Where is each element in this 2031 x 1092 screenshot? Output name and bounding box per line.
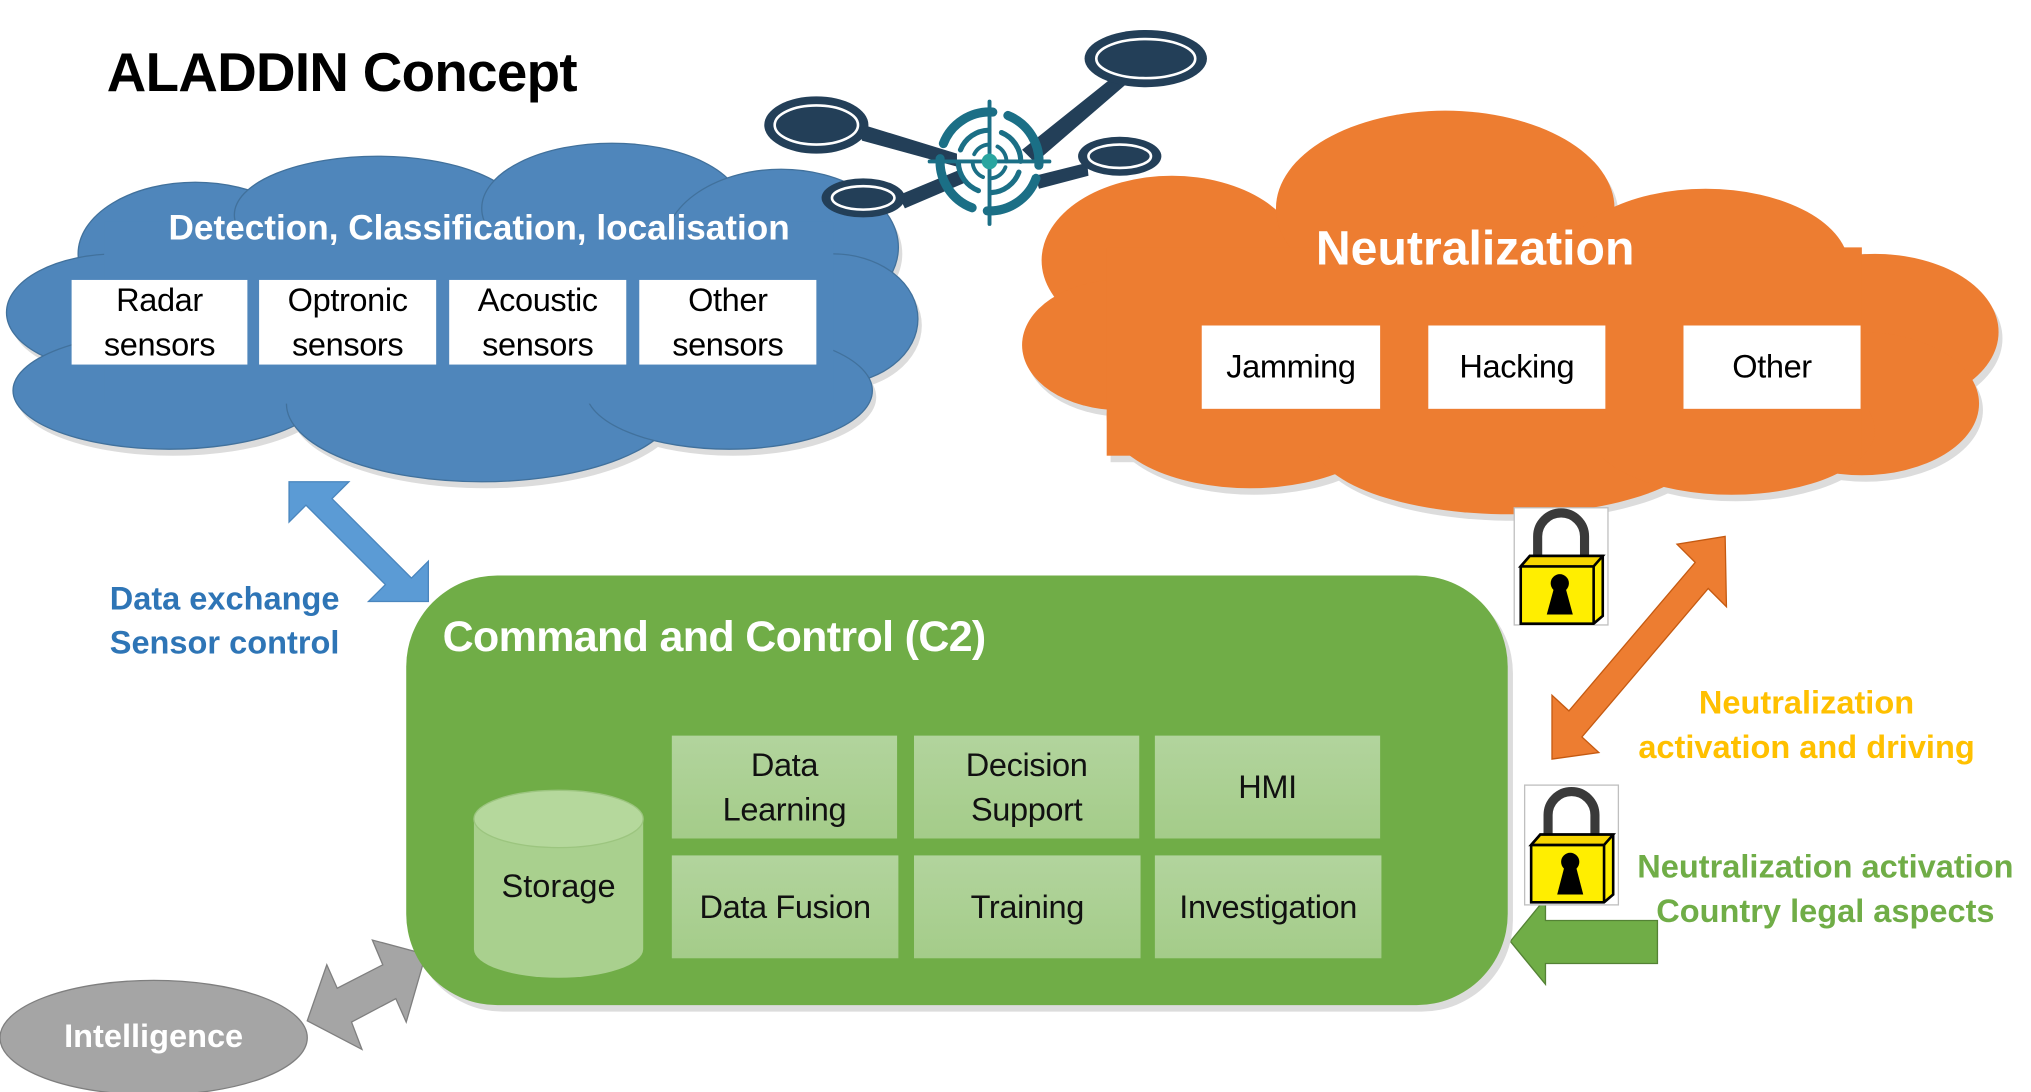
- storage-cylinder: [473, 789, 644, 978]
- method-jamming: Jamming: [1201, 325, 1381, 409]
- data-exchange-arrow: [288, 481, 430, 603]
- detection-title: Detection, Classification, localisation: [168, 208, 790, 248]
- page-title: ALADDIN Concept: [106, 41, 578, 103]
- method-hacking: Hacking: [1428, 325, 1606, 409]
- drone-target-icon: [764, 29, 1207, 226]
- legal-aspects-label: Neutralization activation Country legal …: [1637, 848, 2014, 930]
- intelligence-node: [0, 979, 308, 1092]
- intelligence-arrow: [306, 939, 427, 1051]
- storage-label: Storage: [501, 868, 616, 905]
- c2-title: Command and Control (C2): [442, 611, 987, 661]
- module-investigation: Investigation: [1154, 855, 1382, 959]
- module-data-fusion: Data Fusion: [671, 855, 899, 959]
- intelligence-label: Intelligence: [64, 1018, 244, 1055]
- lock-icon: [1523, 784, 1620, 906]
- legal-arrow: [1509, 896, 1659, 987]
- module-training: Training: [914, 855, 1141, 959]
- neutralization-driving-label: Neutralization activation and driving: [1638, 684, 1975, 766]
- neutralization-arrow: [1551, 535, 1728, 760]
- neutralization-title: Neutralization: [1315, 221, 1635, 275]
- data-exchange-label: Data exchange Sensor control: [109, 580, 340, 662]
- lock-icon: [1513, 507, 1609, 626]
- neutralization-cloud: [1022, 110, 2003, 521]
- module-hmi: HMI: [1154, 735, 1381, 839]
- method-other: Other: [1683, 325, 1861, 409]
